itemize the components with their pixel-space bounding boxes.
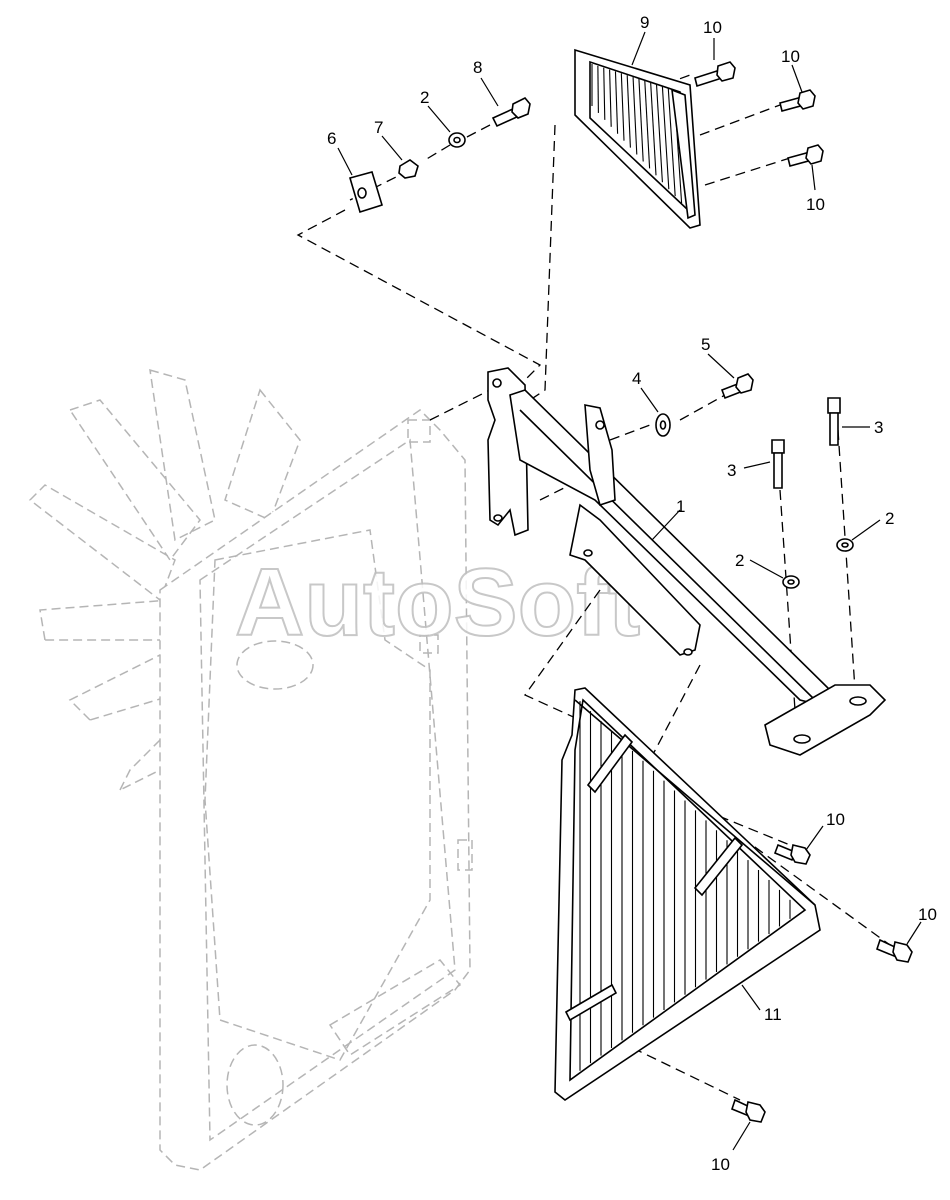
- part-3-bolt-a: [771, 439, 785, 489]
- callout-1: 1: [676, 497, 685, 516]
- callout-10: 10: [781, 47, 800, 66]
- grille-bar: [632, 77, 638, 155]
- part-10-bolt-b: [779, 89, 816, 112]
- callout-10: 10: [918, 905, 937, 924]
- callout-6: 6: [327, 129, 336, 148]
- grille-bar: [638, 78, 644, 162]
- part-10-bolt-d: [773, 843, 811, 865]
- grille-bar: [609, 69, 612, 127]
- callout-10: 10: [826, 810, 845, 829]
- callout-3: 3: [727, 461, 736, 480]
- callout-2: 2: [735, 551, 744, 570]
- part-5-bolt: [720, 373, 754, 400]
- callout-10: 10: [711, 1155, 730, 1174]
- grille-bar: [650, 82, 657, 176]
- callout-4: 4: [632, 369, 641, 388]
- part-2-washer-top: [448, 132, 466, 148]
- callout-2: 2: [420, 88, 429, 107]
- grille-bar: [644, 80, 651, 169]
- grille-bar: [620, 73, 625, 141]
- part-10-bolt-e: [876, 938, 913, 963]
- callout-10: 10: [703, 18, 722, 37]
- callout-9: 9: [640, 13, 649, 32]
- part-2-washer-right: [836, 538, 854, 552]
- callout-2: 2: [885, 509, 894, 528]
- leader-lines: [337, 31, 922, 1151]
- part-4-washer: [655, 413, 671, 437]
- callout-5: 5: [701, 335, 710, 354]
- part-10-bolt-a: [694, 61, 736, 88]
- callout-11: 11: [764, 1005, 782, 1024]
- part-10-bolt-c: [787, 144, 824, 167]
- grille-bar: [597, 65, 599, 113]
- grille-bar: [667, 88, 676, 197]
- grille-bar: [603, 67, 606, 120]
- part-7-nut: [398, 159, 419, 179]
- grille-bar: [626, 75, 631, 148]
- part-6-plate: [349, 171, 383, 214]
- callouts: 1 2 2 2 3 3 4 5 6 7 8 9 10 10 10 10 10 1…: [327, 13, 937, 1174]
- part-3-bolt-b: [827, 397, 841, 446]
- part-8-bolt: [491, 97, 531, 128]
- callout-8: 8: [473, 58, 482, 77]
- part-9-upper-grille: [574, 48, 701, 229]
- grille-bar: [655, 84, 663, 183]
- fan-shroud-ghost: [28, 368, 473, 1171]
- part-11-lower-grille: [554, 687, 821, 1101]
- grille-bar: [661, 86, 670, 190]
- callout-10: 10: [806, 195, 825, 214]
- part-10-bolt-f: [731, 1098, 766, 1123]
- watermark: AutoSoft: [235, 549, 640, 656]
- callout-7: 7: [374, 118, 383, 137]
- grille-bar: [614, 71, 619, 134]
- part-2-washer-mid: [782, 575, 800, 589]
- part-1-bracket: [487, 367, 887, 756]
- callout-3: 3: [874, 418, 883, 437]
